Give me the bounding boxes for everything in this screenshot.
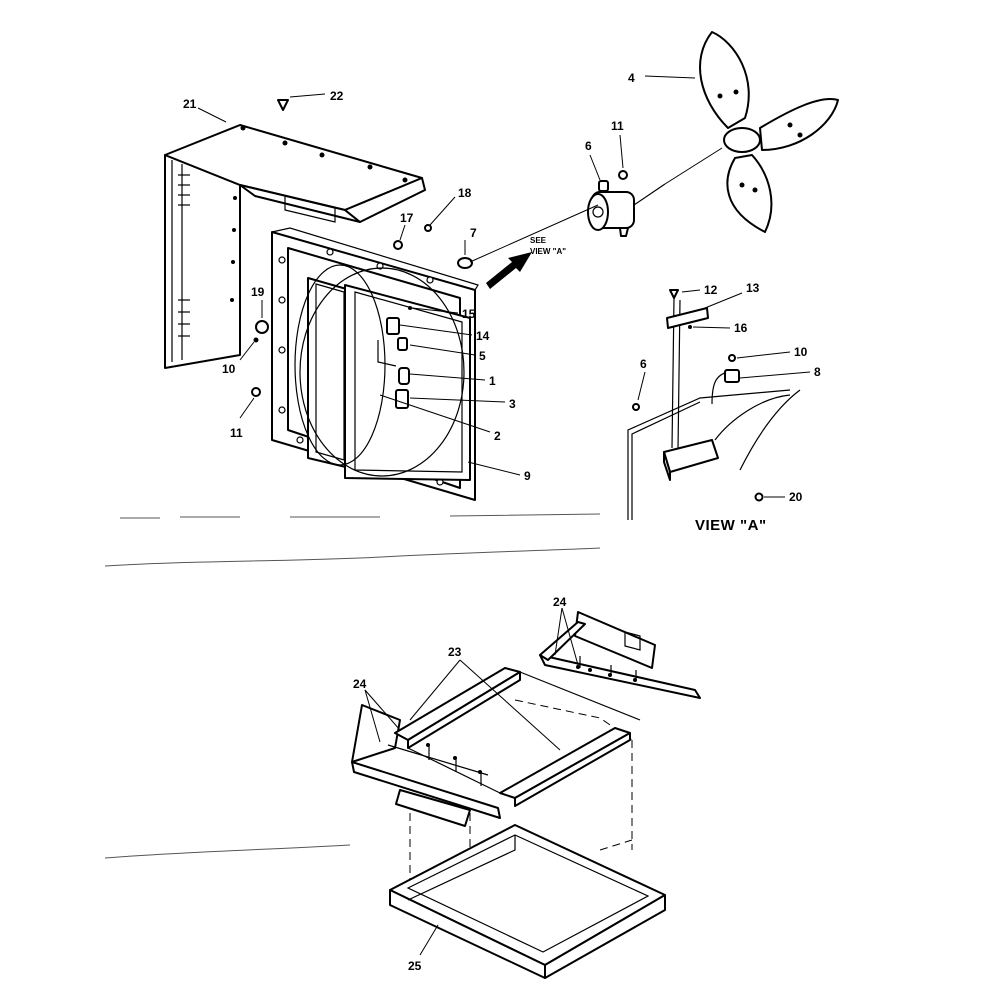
callout-14: 14 (476, 329, 490, 343)
callout-10-left: 10 (222, 362, 236, 376)
see-view-note-line2: VIEW "A" (530, 247, 566, 256)
assembly-line-fan (664, 147, 723, 185)
callout-22: 22 (330, 89, 344, 103)
callout-20: 20 (789, 490, 803, 504)
bracket-panel-part-21 (164, 124, 426, 369)
callout-18: 18 (458, 186, 472, 200)
see-view-arrow (486, 252, 532, 289)
callout-3: 3 (509, 397, 516, 411)
see-view-note-line1: SEE (530, 236, 547, 245)
rail-part-24-left (351, 704, 501, 827)
filter-rails-part-23 (394, 667, 641, 807)
callout-23: 23 (448, 645, 462, 659)
loose-fasteners (251, 99, 473, 397)
separator-line-upper (120, 513, 601, 519)
callout-5: 5 (479, 349, 486, 363)
callout-labels: 21 22 18 17 7 19 10 11 4 6 11 15 14 5 1 … (183, 71, 821, 973)
callout-6-view: 6 (640, 357, 647, 371)
motor-mount-hardware (377, 306, 412, 409)
callout-7: 7 (470, 226, 477, 240)
callout-6-motor: 6 (585, 139, 592, 153)
view-a-title: VIEW "A" (695, 517, 767, 534)
callout-4: 4 (628, 71, 635, 85)
callout-15: 15 (462, 307, 476, 321)
callout-13: 13 (746, 281, 760, 295)
fan-blade-part-4 (699, 31, 839, 233)
callout-11-motor: 11 (611, 119, 624, 133)
callout-9: 9 (524, 469, 531, 483)
view-a-detail (627, 289, 801, 520)
callout-8-view: 8 (814, 365, 821, 379)
separator-line-lower (104, 844, 351, 859)
callout-25: 25 (408, 959, 422, 973)
callout-24-left: 24 (353, 677, 367, 691)
callout-17: 17 (400, 211, 414, 225)
callout-19: 19 (251, 285, 265, 299)
base-tray-part-25 (389, 824, 666, 979)
callout-16-view: 16 (734, 321, 748, 335)
assembly-line-motor (469, 204, 599, 263)
callout-10-view: 10 (794, 345, 808, 359)
callout-12: 12 (704, 283, 718, 297)
leader-lines (197, 75, 811, 956)
fan-motor-part-6 (587, 170, 666, 237)
callout-11-left: 11 (230, 426, 243, 440)
callout-24-right: 24 (553, 595, 567, 609)
separator-line-middle (104, 547, 601, 567)
rail-part-24-right (539, 611, 701, 699)
callout-21: 21 (183, 97, 197, 111)
callout-2: 2 (494, 429, 501, 443)
callout-1: 1 (489, 374, 496, 388)
